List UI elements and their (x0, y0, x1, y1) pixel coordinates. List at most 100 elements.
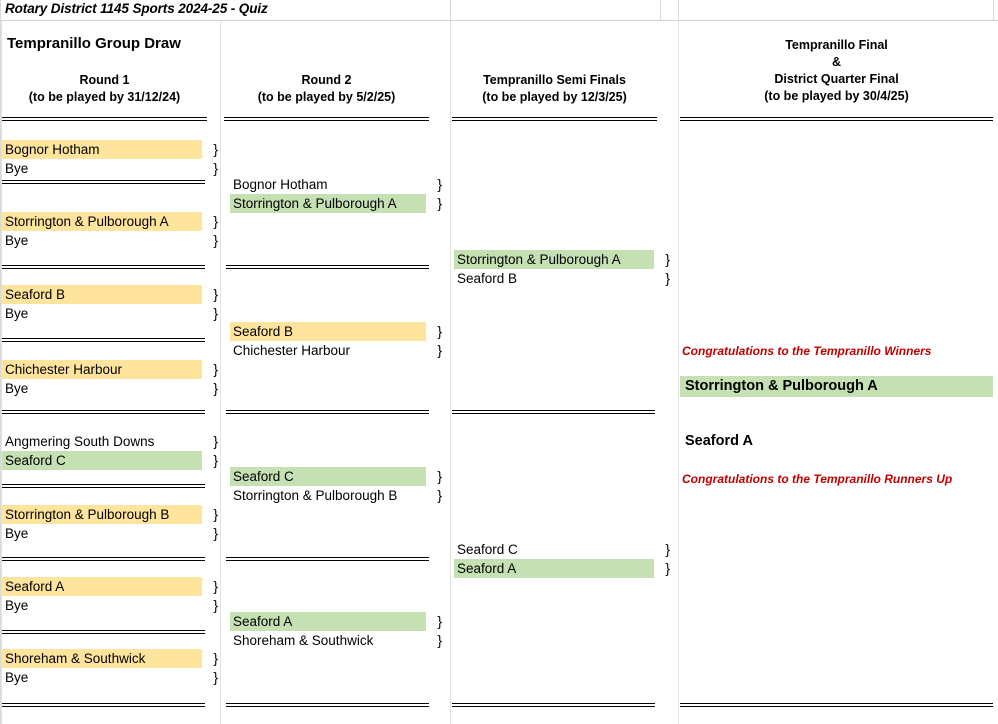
match-r1-5[interactable]: Angmering South Downs} Seaford C} (2, 432, 218, 470)
team-slot[interactable]: Chichester Harbour} (230, 341, 442, 360)
match-r1-7[interactable]: Seaford A} Bye} (2, 577, 218, 615)
team-slot[interactable]: Shoreham & Southwick} (230, 631, 442, 650)
team-slot[interactable]: Seaford B} (454, 269, 670, 288)
winner-name: Storrington & Pulborough A (680, 376, 993, 397)
bracket-brace: } (437, 487, 442, 503)
match-r2-1[interactable]: Bognor Hotham} Storrington & Pulborough … (230, 175, 442, 213)
team-slot[interactable]: Storrington & Pulborough B} (230, 486, 442, 505)
team-label: Seaford C (457, 542, 518, 557)
team-slot[interactable]: Seaford A} (230, 612, 442, 631)
match-sf-1[interactable]: Storrington & Pulborough A} Seaford B} (454, 250, 670, 288)
grid-line-1 (450, 0, 451, 21)
team-label: Seaford B (233, 324, 294, 339)
match-r1-1[interactable]: Bognor Hotham} Bye} (2, 140, 218, 178)
bracket-brace: } (213, 452, 218, 468)
team-slot[interactable]: Seaford C} (230, 467, 442, 486)
sheet-left-edge (0, 0, 1, 724)
match-r1-4[interactable]: Chichester Harbour} Bye} (2, 360, 218, 398)
match-r1-6[interactable]: Storrington & Pulborough B} Bye} (2, 505, 218, 543)
team-label: Shoreham & Southwick (233, 633, 374, 648)
header-rule-final (680, 117, 993, 121)
team-slot[interactable]: Chichester Harbour} (2, 360, 218, 379)
column-header-final: Tempranillo Final & District Quarter Fin… (680, 37, 993, 105)
column-header-round2-deadline: (to be played by 5/2/25) (257, 90, 396, 104)
match-sep-r1-2 (2, 265, 205, 269)
column-header-semifinals-deadline: (to be played by 12/3/25) (482, 90, 627, 104)
team-slot[interactable]: Shoreham & Southwick} (2, 649, 218, 668)
bracket-brace: } (213, 141, 218, 157)
team-slot[interactable]: Seaford C} (2, 451, 218, 470)
match-r2-4[interactable]: Seaford A} Shoreham & Southwick} (230, 612, 442, 650)
team-slot[interactable]: Bye} (2, 379, 218, 398)
team-slot[interactable]: Bye} (2, 668, 218, 687)
bracket-brace: } (213, 213, 218, 229)
match-r1-2[interactable]: Storrington & Pulborough A} Bye} (2, 212, 218, 250)
group-title: Tempranillo Group Draw (7, 35, 181, 52)
team-slot[interactable]: Storrington & Pulborough B} (2, 505, 218, 524)
document-title: Rotary District 1145 Sports 2024-25 - Qu… (5, 1, 268, 16)
team-slot[interactable]: Seaford A} (454, 559, 670, 578)
team-slot[interactable]: Storrington & Pulborough A} (230, 194, 442, 213)
match-r2-2[interactable]: Seaford B} Chichester Harbour} (230, 322, 442, 360)
match-sep-r1-3 (2, 338, 205, 342)
match-sf-2[interactable]: Seaford C} Seaford A} (454, 540, 670, 578)
column-header-round1: Round 1 (to be played by 31/12/24) (2, 72, 207, 106)
team-label: Seaford B (5, 287, 66, 302)
team-label: Seaford C (233, 469, 294, 484)
team-label: Bye (5, 381, 29, 396)
team-label: Storrington & Pulborough B (5, 507, 170, 522)
team-slot[interactable]: Seaford A} (2, 577, 218, 596)
bracket-brace: } (213, 160, 218, 176)
bracket-brace: } (213, 650, 218, 666)
bracket-brace: } (437, 323, 442, 339)
team-label: Storrington & Pulborough B (233, 488, 398, 503)
team-slot[interactable]: Seaford C} (454, 540, 670, 559)
bracket-brace: } (665, 560, 670, 576)
team-slot[interactable]: Bye} (2, 304, 218, 323)
team-label: Seaford A (5, 579, 65, 594)
team-label: Seaford C (5, 453, 66, 468)
bracket-brace: } (213, 506, 218, 522)
team-slot[interactable]: Bye} (2, 159, 218, 178)
column-header-round2-title: Round 2 (301, 73, 352, 87)
grid-line-4 (993, 0, 994, 21)
match-sep-r1-5 (2, 484, 205, 488)
column-header-round1-title: Round 1 (79, 73, 130, 87)
team-slot[interactable]: Seaford B} (230, 322, 442, 341)
bracket-brace: } (665, 270, 670, 286)
team-label: Bye (5, 306, 29, 321)
match-r1-3[interactable]: Seaford B} Bye} (2, 285, 218, 323)
bracket-brace: } (437, 176, 442, 192)
team-label: Bognor Hotham (5, 142, 100, 157)
runners-up-caption: Congratulations to the Tempranillo Runne… (682, 472, 953, 486)
team-label: Bognor Hotham (233, 177, 328, 192)
match-sep-sf-2 (452, 703, 655, 707)
column-sep-a (1, 21, 2, 724)
team-slot[interactable]: Bognor Hotham} (2, 140, 218, 159)
team-slot[interactable]: Bognor Hotham} (230, 175, 442, 194)
bracket-brace: } (213, 232, 218, 248)
final-bottom-rule (680, 703, 993, 707)
team-slot[interactable]: Angmering South Downs} (2, 432, 218, 451)
team-slot[interactable]: Bye} (2, 596, 218, 615)
grid-line-2 (660, 0, 661, 21)
bracket-brace: } (437, 613, 442, 629)
match-r1-8[interactable]: Shoreham & Southwick} Bye} (2, 649, 218, 687)
header-rule-round1 (2, 117, 207, 121)
bracket-brace: } (437, 632, 442, 648)
team-slot[interactable]: Bye} (2, 524, 218, 543)
column-header-final-line2: & (831, 55, 842, 69)
bracket-brace: } (437, 342, 442, 358)
bracket-brace: } (213, 578, 218, 594)
team-slot[interactable]: Seaford B} (2, 285, 218, 304)
team-slot[interactable]: Storrington & Pulborough A} (2, 212, 218, 231)
team-slot[interactable]: Bye} (2, 231, 218, 250)
team-label: Angmering South Downs (5, 434, 155, 449)
header-rule-semifinals (452, 117, 657, 121)
team-label: Bye (5, 598, 29, 613)
team-label: Seaford A (233, 614, 293, 629)
team-slot[interactable]: Storrington & Pulborough A} (454, 250, 670, 269)
bracket-brace: } (665, 251, 670, 267)
column-header-semifinals: Tempranillo Semi Finals (to be played by… (452, 72, 657, 106)
match-r2-3[interactable]: Seaford C} Storrington & Pulborough B} (230, 467, 442, 505)
